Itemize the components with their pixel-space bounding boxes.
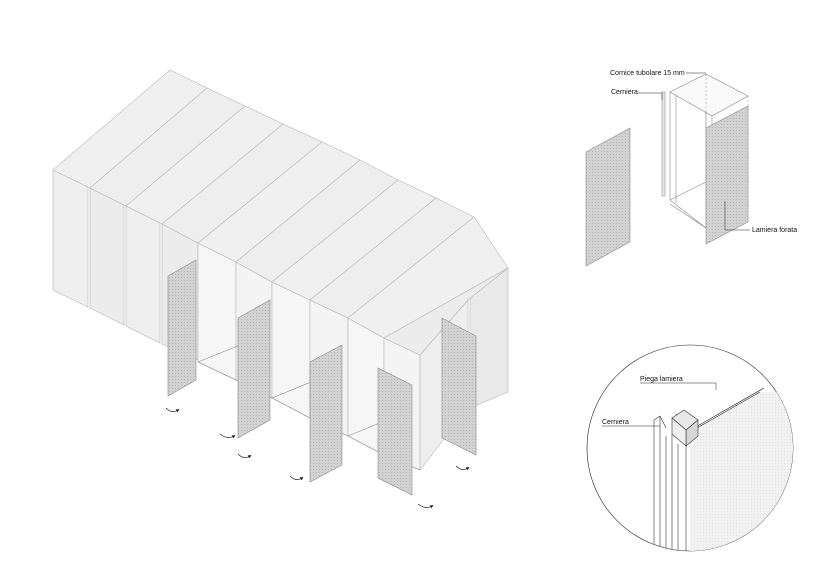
label-frame: Cornice tubolare 15 mm	[610, 70, 685, 77]
rotation-arrow-6	[455, 465, 470, 471]
rotation-arrow-5	[417, 503, 434, 509]
door-panel-3	[309, 344, 343, 483]
left-panel-1	[52, 169, 89, 308]
left-panel-3	[125, 205, 161, 344]
door-panel-5	[441, 317, 477, 456]
left-wall-panels	[52, 169, 199, 361]
open-door-panels	[167, 259, 477, 496]
leader-sheet	[724, 201, 750, 231]
rotation-arrow-2	[219, 433, 236, 439]
left-panel-2	[89, 187, 125, 326]
hinge-zoom-detail: Piega lamiera Cerniera	[586, 344, 794, 552]
loose-perforated-sheet	[585, 127, 631, 267]
door-panel-1	[167, 259, 197, 397]
leader-hinge	[638, 92, 663, 100]
leader-fold	[640, 382, 717, 390]
door-panel-4	[377, 367, 413, 496]
rotation-arrow-1	[165, 407, 180, 413]
roof-panel-10	[383, 267, 509, 356]
cabin-module	[52, 69, 509, 509]
rotation-arrows	[165, 407, 470, 509]
door-panel-2	[237, 299, 271, 439]
rotation-arrow-4	[289, 475, 304, 481]
attached-perforated-sheet	[705, 105, 749, 245]
panel-assembly-detail: Cornice tubolare 15 mm Cerniera Lamiera …	[585, 70, 797, 267]
hinge-strip	[661, 91, 666, 197]
label-hinge-detail: Cerniera	[602, 419, 629, 426]
label-hinge: Cerniera	[611, 89, 638, 96]
roof-panels	[52, 69, 509, 356]
label-fold: Piega lamiera	[640, 376, 683, 383]
rotation-arrow-3	[237, 453, 252, 459]
label-sheet: Lamiera forata	[752, 227, 797, 234]
